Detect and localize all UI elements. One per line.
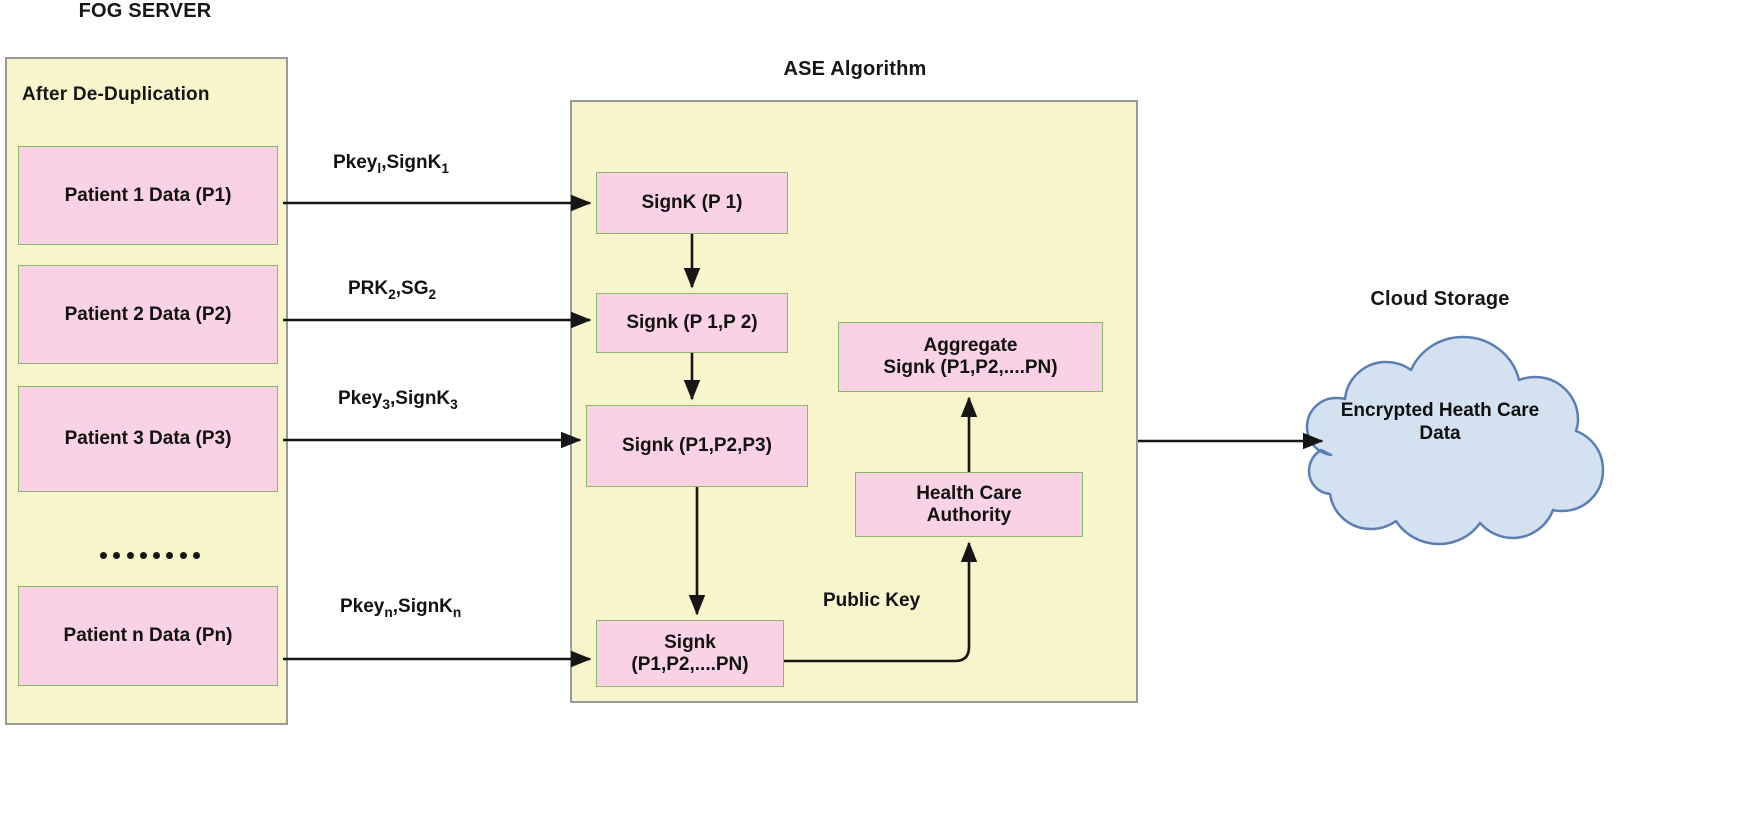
fog-server-title: FOG SERVER bbox=[78, 0, 212, 22]
ase-algorithm-title: ASE Algorithm bbox=[783, 58, 927, 80]
aggregate-signk-box[interactable]: Aggregate Signk (P1,P2,....PN) bbox=[838, 322, 1103, 392]
transfer-3-sep: , bbox=[389, 388, 396, 409]
transfer-4-sign: SignK bbox=[398, 596, 453, 617]
transfer-3-sign: SignK bbox=[395, 388, 451, 409]
health-care-authority-box[interactable]: Health Care Authority bbox=[855, 472, 1083, 537]
transfer-1-sign-sub: 1 bbox=[441, 160, 449, 176]
signk-p1p2p3-box[interactable]: Signk (P1,P2,P3) bbox=[586, 405, 808, 487]
after-de-duplication-heading: After De-Duplication bbox=[22, 84, 210, 105]
public-key-label: Public Key bbox=[823, 590, 921, 611]
patient-2-box[interactable]: Patient 2 Data (P2) bbox=[18, 265, 278, 364]
signk-p1-box[interactable]: SignK (P 1) bbox=[596, 172, 788, 234]
patient-n-box[interactable]: Patient n Data (Pn) bbox=[18, 586, 278, 686]
transfer-1-key-sub: l bbox=[377, 160, 382, 176]
transfer-4-sep: , bbox=[392, 596, 399, 617]
transfer-4-key-sub: n bbox=[384, 604, 393, 620]
transfer-2-sign-sub: 2 bbox=[428, 286, 437, 302]
transfer-4-sign-sub: n bbox=[452, 604, 462, 620]
transfer-label-3: Pkey3,SignK3 bbox=[338, 388, 458, 412]
transfer-2-key: PRK bbox=[348, 278, 389, 299]
cloud-storage-title: Cloud Storage bbox=[1370, 288, 1510, 310]
transfer-3-key-sub: 3 bbox=[382, 396, 390, 412]
transfer-1-key: Pkey bbox=[333, 152, 378, 173]
transfer-2-key-sub: 2 bbox=[388, 286, 396, 302]
cloud-label: Encrypted Heath Care Data bbox=[1340, 400, 1540, 444]
patient-3-box[interactable]: Patient 3 Data (P3) bbox=[18, 386, 278, 492]
patients-ellipsis bbox=[100, 551, 200, 559]
transfer-2-sep: , bbox=[395, 278, 402, 299]
signk-p1-pn-box[interactable]: Signk (P1,P2,....PN) bbox=[596, 620, 784, 687]
transfer-3-key: Pkey bbox=[338, 388, 383, 409]
transfer-4-key: Pkey bbox=[340, 596, 385, 617]
transfer-label-4: Pkeyn,SignKn bbox=[340, 596, 461, 620]
transfer-label-1: Pkeyl,SignK1 bbox=[333, 152, 449, 176]
patient-1-box[interactable]: Patient 1 Data (P1) bbox=[18, 146, 278, 245]
transfer-2-sign: SG bbox=[401, 278, 429, 299]
transfer-label-2: PRK2,SG2 bbox=[348, 278, 436, 302]
transfer-1-sep: , bbox=[381, 152, 387, 173]
signk-p1p2-box[interactable]: Signk (P 1,P 2) bbox=[596, 293, 788, 353]
transfer-1-sign: SignK bbox=[386, 152, 442, 173]
transfer-3-sign-sub: 3 bbox=[450, 396, 458, 412]
